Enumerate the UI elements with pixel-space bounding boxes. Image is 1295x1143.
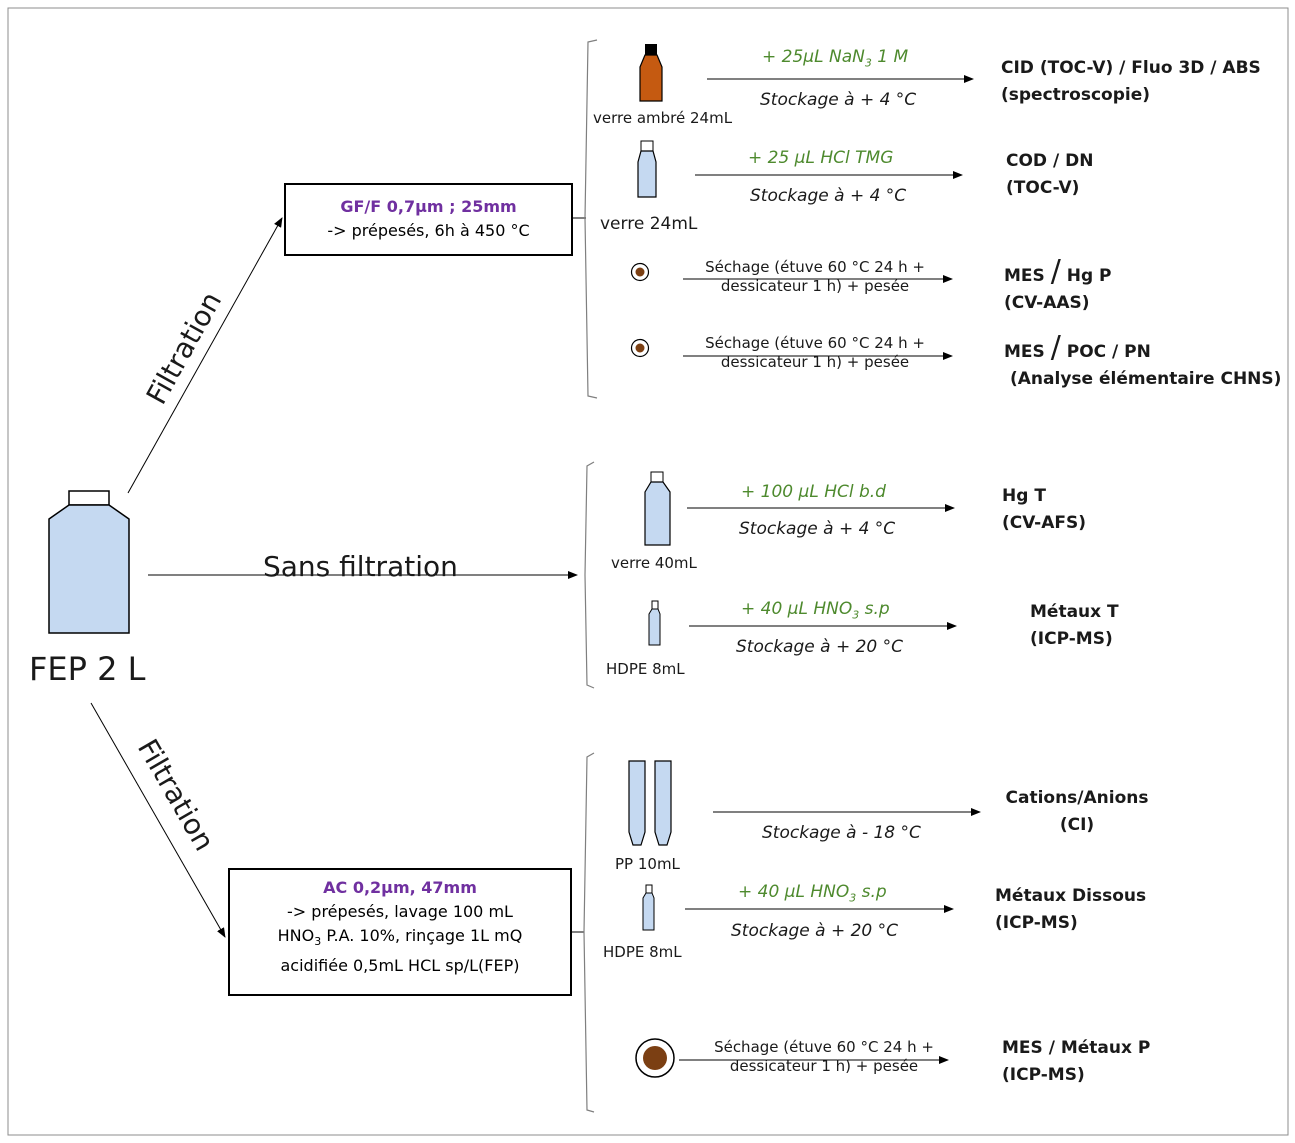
result-metaux-t: Métaux T(ICP-MS) (1030, 602, 1119, 649)
drying-label: Séchage (étuve 60 °C 24 h +dessicateur 1… (714, 1038, 934, 1075)
pp-tube-icon (628, 760, 672, 846)
arrow-filtration-top (127, 217, 283, 494)
ac-filter-prep: -> prépesés, lavage 100 mL (287, 902, 513, 921)
storage-label: Stockage à - 18 °C (762, 823, 921, 843)
glass-bottle-24ml-icon (637, 140, 657, 198)
ac-filter-acidification: acidifiée 0,5mL HCL sp/L(FEP) (280, 956, 520, 976)
drying-label: Séchage (étuve 60 °C 24 h +dessicateur 1… (705, 334, 925, 371)
container-label-hdpe-1: HDPE 8mL (606, 660, 685, 678)
ac-filter-title: AC 0,2µm, 47mm (323, 878, 477, 897)
ac-filter-box: AC 0,2µm, 47mm -> prépesés, lavage 100 m… (228, 868, 572, 996)
result-cations-anions: Cations/Anions(CI) (1005, 788, 1149, 835)
bracket-middle (584, 461, 595, 689)
gff-filter-box: GF/F 0,7µm ; 25mm -> prépesés, 6h à 450 … (284, 183, 573, 256)
bracket-bottom (583, 752, 595, 1113)
container-label-verre-ambre: verre ambré 24mL (593, 109, 733, 127)
ac-filter-wash: HNO3 P.A. 10%, rinçage 1L mQ (277, 926, 523, 949)
filter-disc-icon (630, 338, 650, 358)
bracket-top (584, 39, 598, 399)
hdpe-tube-icon (648, 600, 661, 646)
result-mes-hgp: MES / Hg P (CV-AAS) (1004, 254, 1112, 314)
sans-filtration-label: Sans filtration (263, 550, 458, 583)
addition-hcl-bd: + 100 µL HCl b.d (741, 482, 886, 502)
arrow-filtration-bottom (90, 702, 226, 938)
container-label-pp-10: PP 10mL (615, 855, 680, 873)
filter-disc-icon (630, 262, 650, 282)
filter-disc-large-icon (635, 1038, 675, 1078)
fep-bottle-icon (48, 490, 130, 634)
amber-bottle-icon (639, 44, 663, 102)
gff-filter-title: GF/F 0,7µm ; 25mm (340, 197, 517, 216)
gff-filter-prep: -> prépesés, 6h à 450 °C (327, 221, 530, 240)
outer-frame (7, 7, 1289, 1136)
container-label-verre-40: verre 40mL (611, 554, 697, 572)
result-cod-dn: COD / DN(TOC-V) (1006, 151, 1094, 198)
container-label-verre-24: verre 24mL (600, 214, 698, 234)
addition-hno3-2: + 40 µL HNO3 s.p (738, 882, 887, 905)
addition-hcl-tmg: + 25 µL HCl TMG (748, 148, 894, 168)
addition-nan3: + 25µL NaN3 1 M (762, 47, 909, 70)
result-mes-metaux-p: MES / Métaux P(ICP-MS) (1002, 1038, 1151, 1085)
storage-label: Stockage à + 4 °C (760, 90, 917, 110)
addition-hno3-1: + 40 µL HNO3 s.p (741, 599, 890, 622)
result-mes-poc-pn: MES / POC / PN (Analyse élémentaire CHNS… (1004, 330, 1282, 390)
result-cid-fluo-abs: CID (TOC-V) / Fluo 3D / ABS(spectroscopi… (1001, 58, 1261, 105)
storage-label: Stockage à + 20 °C (731, 921, 898, 941)
container-label-hdpe-2: HDPE 8mL (603, 943, 682, 961)
storage-label: Stockage à + 20 °C (736, 637, 903, 657)
storage-label: Stockage à + 4 °C (739, 519, 896, 539)
glass-bottle-40ml-icon (644, 471, 671, 546)
source-label: FEP 2 L (29, 650, 146, 688)
hdpe-tube-icon (642, 884, 655, 931)
drying-label: Séchage (étuve 60 °C 24 h +dessicateur 1… (705, 258, 925, 295)
result-metaux-dissous: Métaux Dissous(ICP-MS) (995, 886, 1147, 933)
storage-label: Stockage à + 4 °C (750, 186, 907, 206)
result-hgt: Hg T(CV-AFS) (1002, 486, 1087, 533)
